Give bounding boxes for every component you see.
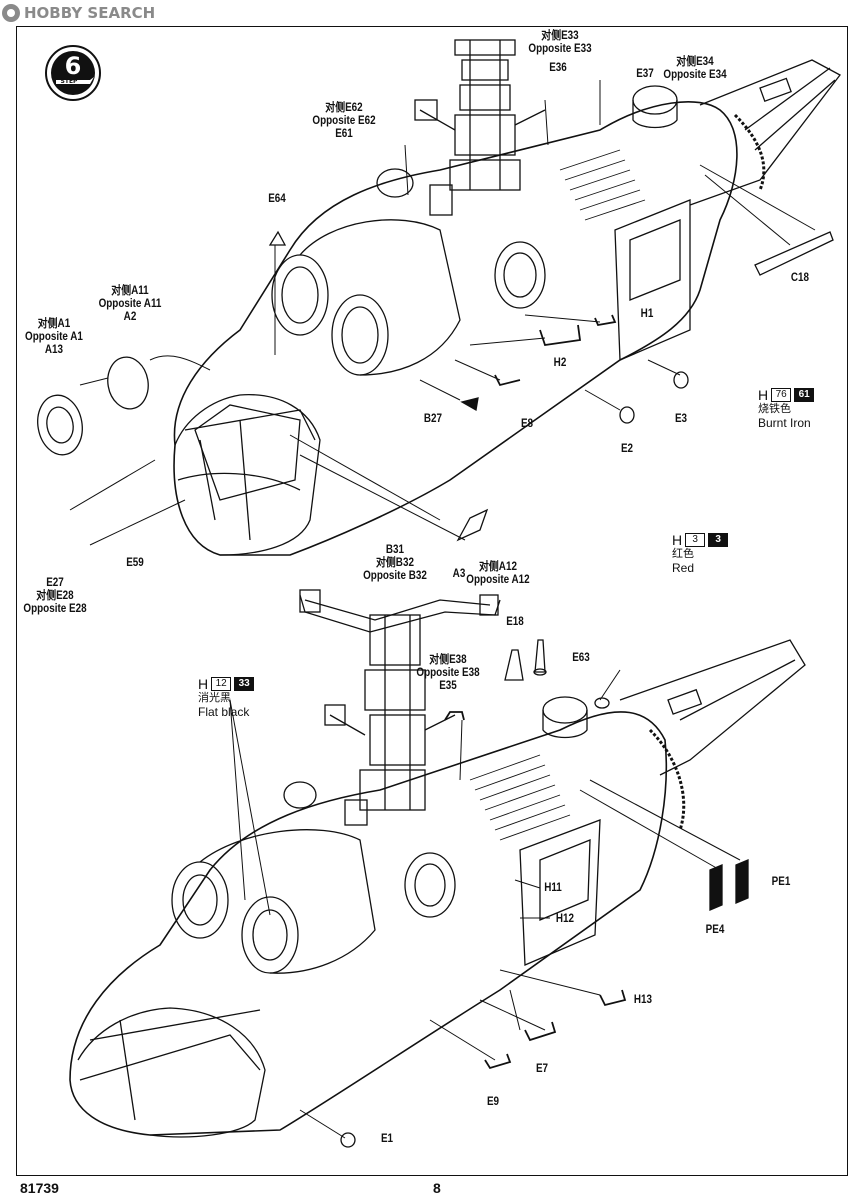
label-h1: H1 xyxy=(640,308,654,320)
upper-helicopter-drawing xyxy=(37,39,841,556)
hobby-search-logo-icon xyxy=(2,4,20,22)
rotor-head-top xyxy=(414,39,546,216)
label-h11: H11 xyxy=(544,882,562,894)
label-e36: E36 xyxy=(549,62,567,74)
label-e1: E1 xyxy=(380,1133,394,1145)
step-badge: 6 STEP xyxy=(44,44,102,102)
label-e9: E9 xyxy=(486,1096,500,1108)
page-frame xyxy=(16,26,848,1176)
label-pe4: PE4 xyxy=(705,924,725,936)
watermark: HOBBY SEARCH xyxy=(2,2,155,24)
label-e37: E37 xyxy=(636,68,654,80)
label-e7: E7 xyxy=(535,1063,549,1075)
label-b27: B27 xyxy=(423,413,443,425)
label-e18: E18 xyxy=(506,616,524,628)
arrow-icon xyxy=(56,77,94,84)
label-c18: C18 xyxy=(790,272,810,284)
label-e3: E3 xyxy=(674,413,688,425)
rotor-head-bottom xyxy=(299,589,501,826)
step-number: 6 xyxy=(65,52,82,80)
label-e63: E63 xyxy=(572,652,590,664)
label-e59: E59 xyxy=(126,557,144,569)
label-e64: E64 xyxy=(268,193,286,205)
page-number: 8 xyxy=(433,1180,441,1196)
label-e8: E8 xyxy=(520,418,534,430)
label-h13: H13 xyxy=(633,994,653,1006)
kit-number: 81739 xyxy=(20,1180,59,1196)
label-a3: A3 xyxy=(452,568,466,580)
label-pe1: PE1 xyxy=(771,876,791,888)
label-h12: H12 xyxy=(555,913,575,925)
watermark-text: HOBBY SEARCH xyxy=(24,4,156,22)
label-e2: E2 xyxy=(620,443,634,455)
lower-helicopter-drawing xyxy=(69,589,806,1148)
step-word: STEP xyxy=(61,78,79,85)
label-h2: H2 xyxy=(553,357,567,369)
